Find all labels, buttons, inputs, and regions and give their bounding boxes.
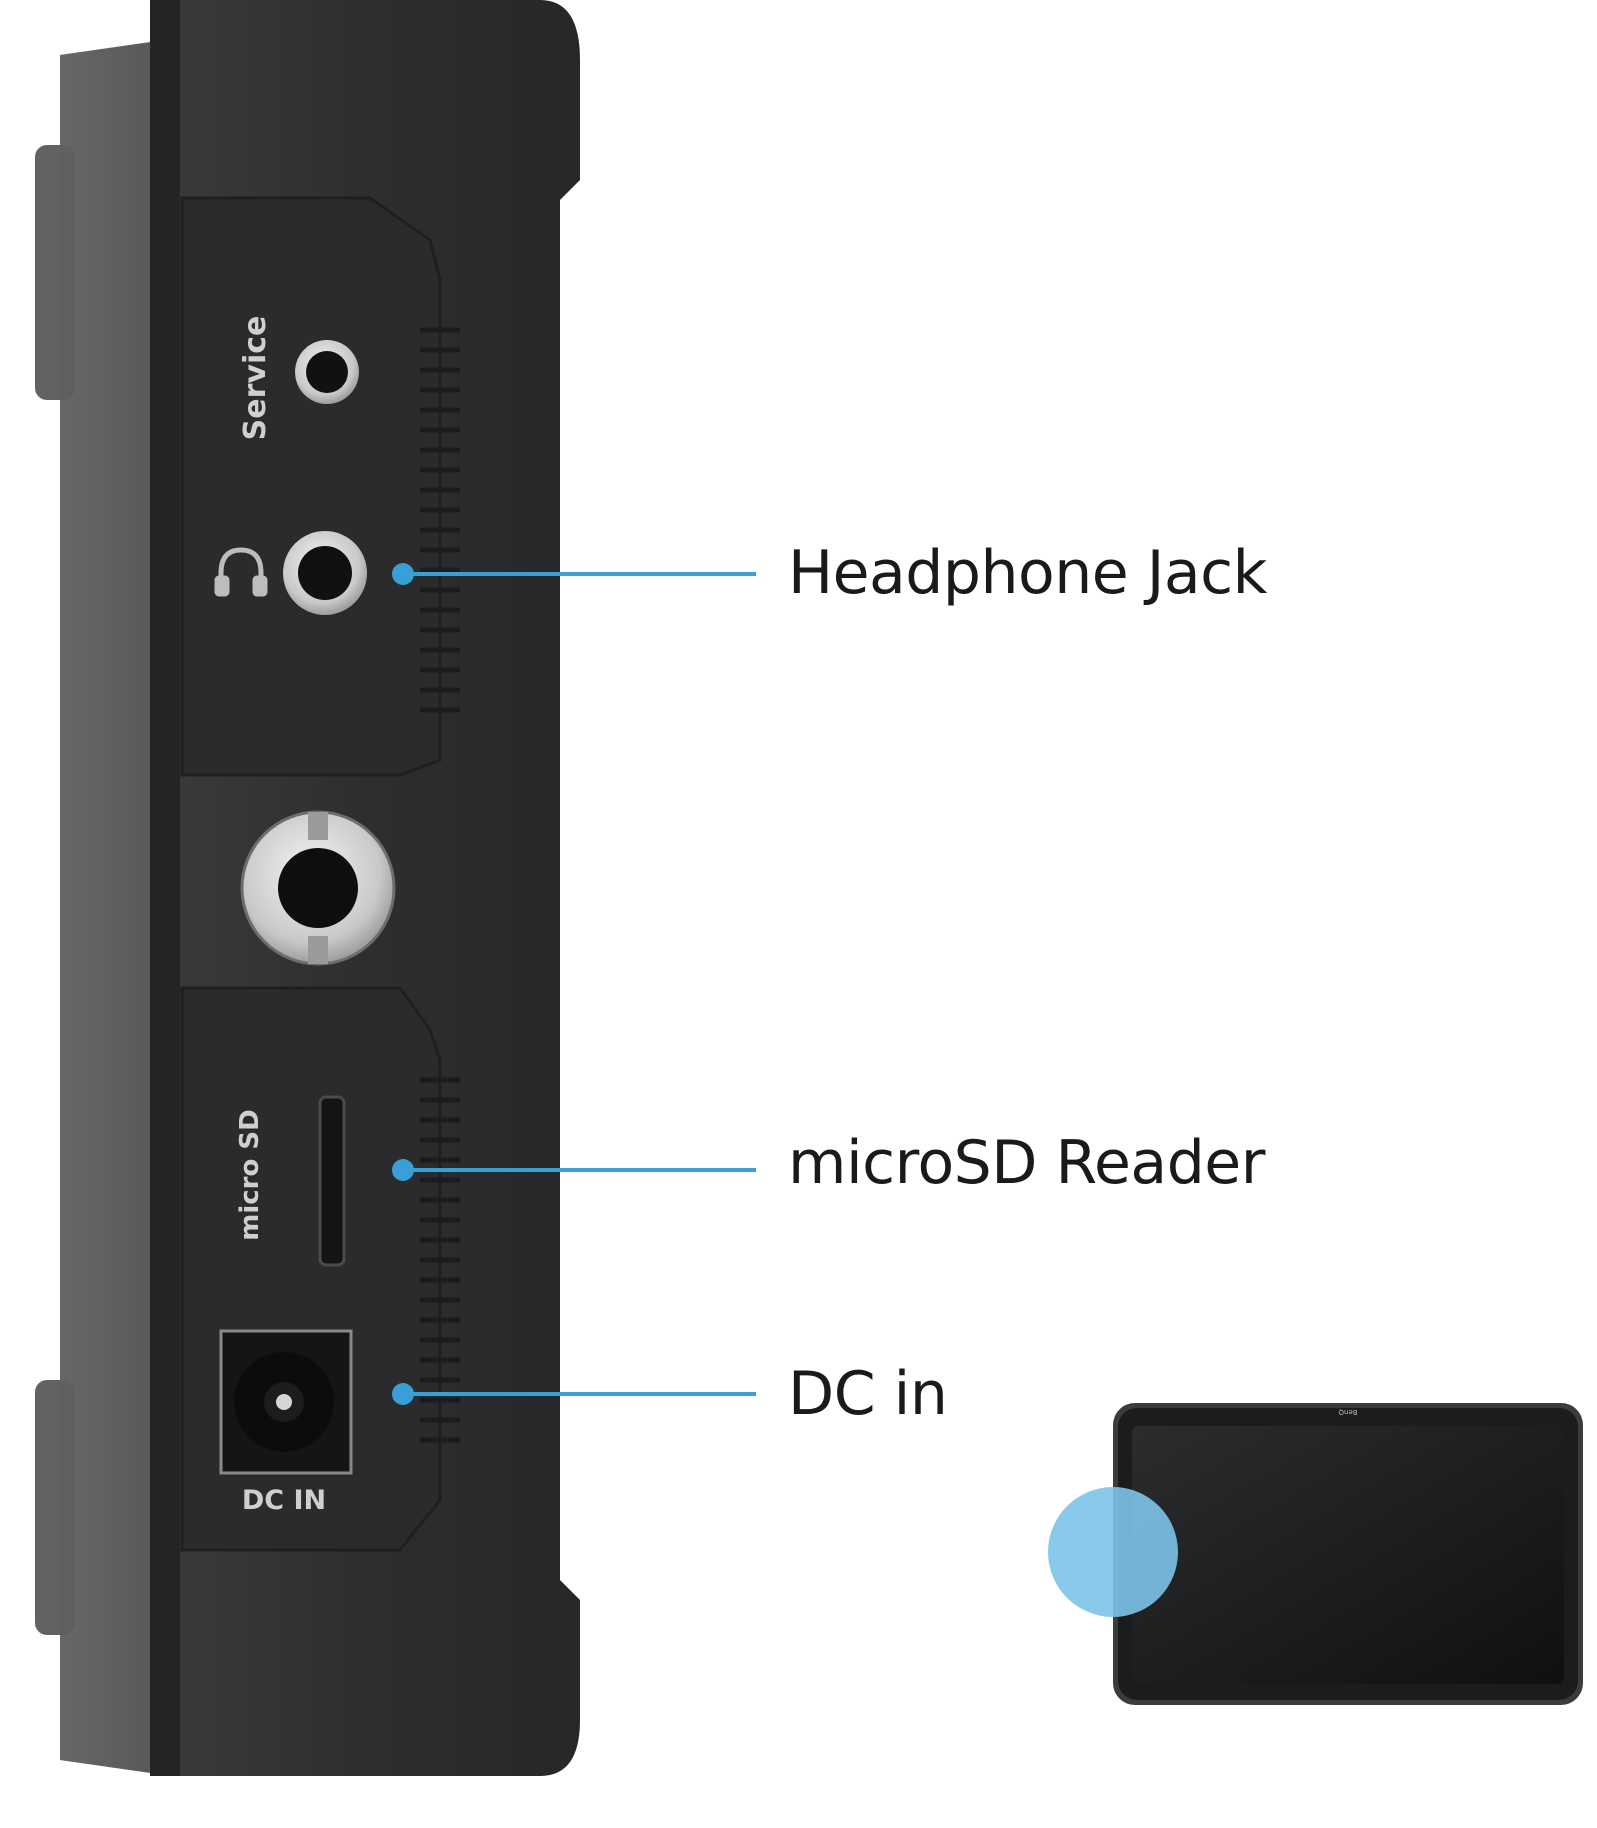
callout-label-dc-in: DC in <box>788 1359 948 1429</box>
callout-headphone <box>392 563 756 585</box>
brand-logo: BenQ <box>1338 1408 1358 1416</box>
headphone-icon <box>214 547 268 597</box>
callout-label-microsd-reader: microSD Reader <box>788 1128 1265 1198</box>
tripod-mount <box>240 810 396 966</box>
upper-port-panel <box>180 196 460 777</box>
service-port-label: Service <box>238 316 273 441</box>
device-back-shell <box>35 40 165 1775</box>
upper-vent-ribs <box>420 327 460 713</box>
callout-microsd <box>392 1159 756 1181</box>
dc-in-port-label: DC IN <box>242 1485 326 1516</box>
headphone-jack-port <box>283 531 367 615</box>
callout-dcin <box>392 1383 756 1405</box>
microsd-slot <box>318 1095 346 1267</box>
side-indicator-circle <box>1048 1487 1178 1617</box>
dc-in-port <box>219 1329 353 1475</box>
monitor-front-thumbnail: BenQ <box>1048 1403 1583 1705</box>
microsd-logo-icon: micro SD <box>235 1109 265 1240</box>
lower-vent-ribs <box>420 1077 460 1443</box>
service-port <box>295 340 359 404</box>
callout-label-headphone-jack: Headphone Jack <box>788 538 1267 608</box>
